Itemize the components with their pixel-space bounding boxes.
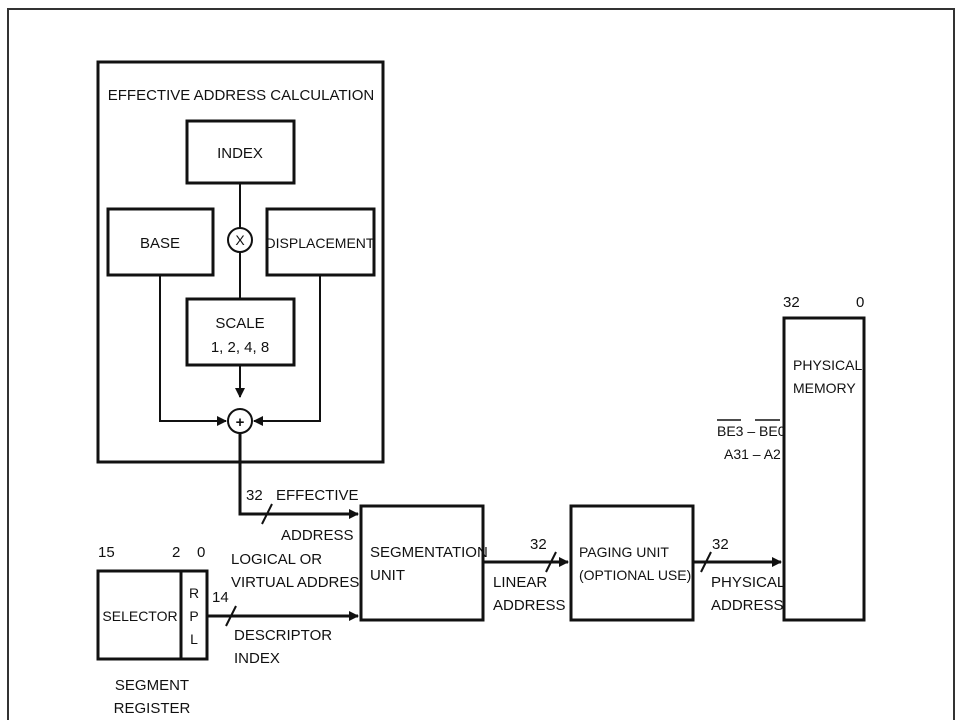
index-box xyxy=(185,119,296,185)
effective-address-width: 32 xyxy=(246,487,263,504)
outer-frame xyxy=(7,8,955,720)
multiply-symbol: X xyxy=(235,232,245,248)
segment-register: 15 2 0 SELECTOR R P L SEGMENT REGISTER xyxy=(96,544,209,717)
effective-address-label-2: ADDRESS xyxy=(281,527,354,544)
rpl-letter-l: L xyxy=(190,631,198,647)
descriptor-index-label-2: INDEX xyxy=(234,650,280,667)
rpl-letter-p: P xyxy=(189,608,198,624)
physical-address-label-2: ADDRESS xyxy=(711,597,784,614)
segmentation-unit-box xyxy=(359,504,485,622)
segment-register-caption-1: SEGMENT xyxy=(115,677,189,694)
paging-unit-box xyxy=(569,504,695,622)
displacement-to-adder-arrow xyxy=(253,275,321,426)
segmentation-unit-label-2: UNIT xyxy=(370,567,405,584)
physical-memory-label-1: PHYSICAL xyxy=(793,357,862,373)
effective-address-calculation-block: EFFECTIVE ADDRESS CALCULATION INDEX BASE… xyxy=(96,60,385,464)
address-lines-signal: A31 – A2 xyxy=(724,446,781,462)
effective-address-arrow xyxy=(238,433,359,519)
descriptor-index-width-slash xyxy=(225,605,237,627)
physical-memory: 32 0 PHYSICAL MEMORY BE3 – BE0 A31 – A2 xyxy=(717,294,866,622)
paging-unit-label-1: PAGING UNIT xyxy=(579,544,669,560)
selector-box xyxy=(96,569,209,661)
scale-label: SCALE xyxy=(215,315,264,332)
byte-enable-signals: BE3 – BE0 xyxy=(717,423,786,439)
linear-address-label-2: ADDRESS xyxy=(493,597,566,614)
logical-address-label-1: LOGICAL OR xyxy=(231,551,322,568)
rpl-letter-r: R xyxy=(189,585,199,601)
segment-register-bit-low: 0 xyxy=(197,544,205,561)
descriptor-index-width: 14 xyxy=(212,589,229,606)
effective-address-label-1: EFFECTIVE xyxy=(276,487,359,504)
base-label: BASE xyxy=(140,235,180,252)
segment-register-bit-mid: 2 xyxy=(172,544,180,561)
physical-memory-box xyxy=(782,316,866,622)
eac-title: EFFECTIVE ADDRESS CALCULATION xyxy=(108,87,374,104)
selector-label: SELECTOR xyxy=(102,608,177,624)
physical-address-label-1: PHYSICAL xyxy=(711,574,785,591)
physical-memory-bit-low: 0 xyxy=(856,294,864,311)
scale-box xyxy=(185,297,296,367)
descriptor-index-label-1: DESCRIPTOR xyxy=(234,627,332,644)
linear-address-width: 32 xyxy=(530,536,547,553)
descriptor-index-path: 14 DESCRIPTOR INDEX xyxy=(207,589,359,667)
displacement-label: DISPLACEMENT xyxy=(266,235,375,251)
segment-register-bit-high: 15 xyxy=(98,544,115,561)
index-label: INDEX xyxy=(217,145,263,162)
physical-address-width: 32 xyxy=(712,536,729,553)
physical-address-width-slash xyxy=(700,551,712,573)
segment-register-caption-2: REGISTER xyxy=(114,700,191,717)
segmentation-unit-label-1: SEGMENTATION xyxy=(370,544,488,561)
effective-address-width-slash xyxy=(261,503,273,525)
base-to-adder-arrow xyxy=(159,275,227,426)
physical-address-path: 32 PHYSICAL ADDRESS xyxy=(693,536,785,614)
add-symbol: + xyxy=(236,414,245,431)
linear-address-width-slash xyxy=(545,551,557,573)
paging-unit-label-2: (OPTIONAL USE) xyxy=(579,567,691,583)
linear-address-label-1: LINEAR xyxy=(493,574,547,591)
linear-address-path: 32 LINEAR ADDRESS xyxy=(483,536,569,614)
logical-address-label-2: VIRTUAL ADDRESS xyxy=(231,574,369,591)
effective-address-path: 32 EFFECTIVE ADDRESS xyxy=(238,433,359,544)
physical-memory-bit-high: 32 xyxy=(783,294,800,311)
scale-values: 1, 2, 4, 8 xyxy=(211,339,269,356)
physical-memory-label-2: MEMORY xyxy=(793,380,856,396)
